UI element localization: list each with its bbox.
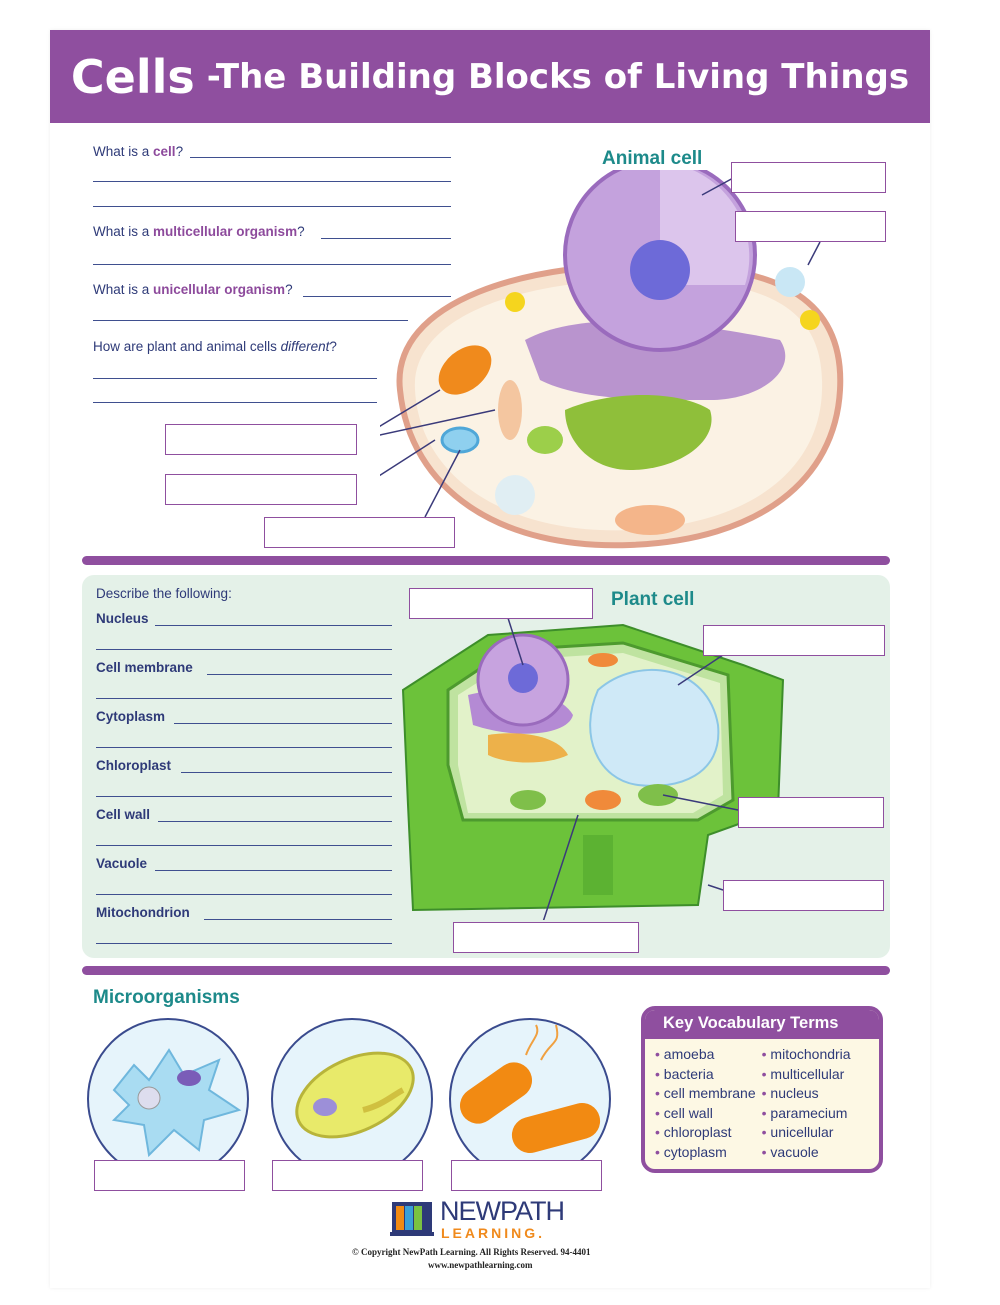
section-divider [82,556,890,565]
vocabulary-term: cell wall [655,1104,756,1124]
answer-line[interactable] [155,625,392,626]
answer-line[interactable] [181,772,392,773]
vocabulary-term: paramecium [762,1104,851,1124]
vocabulary-term: vacuole [762,1143,851,1163]
website-link[interactable]: www.newpathlearning.com [428,1260,533,1270]
vocabulary-term: amoeba [655,1045,756,1065]
key-vocabulary-box: Key Vocabulary Terms amoebabacteriacell … [641,1006,883,1173]
vocabulary-term: multicellular [762,1065,851,1085]
vocabulary-term: cytoplasm [655,1143,756,1163]
label-box-plant-1[interactable] [409,588,593,619]
title-subtitle: -The Building Blocks of Living Things [206,56,910,97]
label-box-micro-1[interactable] [94,1160,245,1191]
label-box-plant-5[interactable] [453,922,639,953]
answer-line[interactable] [93,378,377,379]
answer-line[interactable] [96,943,392,944]
label-box-animal-4[interactable] [165,474,357,505]
newpath-logo-icon [390,1200,434,1238]
describe-term: Chloroplast [96,758,172,773]
answer-line[interactable] [321,238,451,239]
vocabulary-title: Key Vocabulary Terms [645,1010,879,1039]
amoeba-image [87,1018,249,1180]
label-box-animal-1[interactable] [731,162,886,193]
answer-line[interactable] [155,870,392,871]
answer-line[interactable] [190,157,451,158]
question-different: How are plant and animal cells different… [93,339,337,354]
describe-term: Nucleus [96,611,149,626]
describe-intro: Describe the following: [96,586,232,601]
describe-term: Cell membrane [96,660,193,675]
answer-line[interactable] [96,845,392,846]
plant-cell-illustration [401,617,785,920]
label-box-micro-3[interactable] [451,1160,602,1191]
answer-line[interactable] [93,181,451,182]
answer-line[interactable] [96,649,392,650]
question-unicellular: What is a unicellular organism? [93,282,293,297]
describe-term: Cytoplasm [96,709,166,724]
answer-line[interactable] [93,206,451,207]
bacteria-image [449,1018,611,1180]
animal-cell-illustration [380,170,844,549]
answer-line[interactable] [93,320,408,321]
vocabulary-column-right: mitochondriamulticellularnucleusparameci… [762,1045,851,1163]
microorganisms-heading: Microorganisms [93,987,240,1008]
answer-line[interactable] [96,894,392,895]
label-box-plant-2[interactable] [703,625,885,656]
answer-line[interactable] [96,698,392,699]
answer-line[interactable] [93,264,451,265]
section-divider [82,966,890,975]
vocabulary-column-left: amoebabacteriacell membranecell wallchlo… [655,1045,756,1162]
title-main: Cells [70,49,195,104]
label-box-plant-4[interactable] [723,880,884,911]
label-box-plant-3[interactable] [738,797,884,828]
plant-cell-heading: Plant cell [611,589,695,610]
answer-line[interactable] [303,296,451,297]
answer-line[interactable] [204,919,392,920]
copyright: © Copyright NewPath Learning. All Rights… [352,1247,591,1257]
answer-line[interactable] [174,723,392,724]
vocabulary-term: bacteria [655,1065,756,1085]
describe-term: Vacuole [96,856,148,871]
label-box-animal-3[interactable] [165,424,357,455]
question-multicellular: What is a multicellular organism? [93,224,305,239]
label-box-animal-5[interactable] [264,517,455,548]
paramecium-image [271,1018,433,1180]
describe-term: Mitochondrion [96,905,190,920]
vocabulary-term: nucleus [762,1084,851,1104]
question-cell: What is a cell? [93,144,184,159]
answer-line[interactable] [207,674,392,675]
vocabulary-term: unicellular [762,1123,851,1143]
vocabulary-term: chloroplast [655,1123,756,1143]
answer-line[interactable] [93,402,377,403]
answer-line[interactable] [158,821,392,822]
label-box-micro-2[interactable] [272,1160,423,1191]
vocabulary-term: cell membrane [655,1084,756,1104]
answer-line[interactable] [96,747,392,748]
animal-cell-heading: Animal cell [602,148,703,169]
vocabulary-term: mitochondria [762,1045,850,1065]
page-title: Cells -The Building Blocks of Living Thi… [50,30,930,123]
logo-newpath: NEWPATH [440,1196,565,1226]
logo-learning: LEARNING. [441,1225,545,1241]
describe-term: Cell wall [96,807,151,822]
label-box-animal-2[interactable] [735,211,886,242]
answer-line[interactable] [96,796,392,797]
